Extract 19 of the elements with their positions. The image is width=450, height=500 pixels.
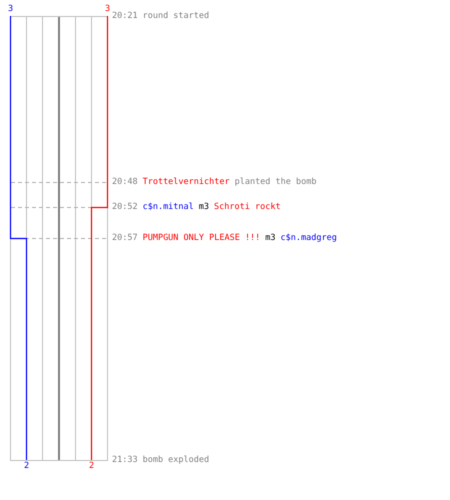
timestamp: 20:52 — [112, 201, 138, 213]
player-name: c$n.mitnal — [142, 201, 194, 213]
event-text: round started — [142, 10, 210, 22]
player-count: 3 — [8, 4, 14, 14]
weapon-name: m3 — [265, 232, 276, 244]
player-name: PUMPGUN ONLY PLEASE !!! — [142, 232, 260, 244]
event-text: planted the bomb — [234, 176, 316, 188]
timestamp: 20:48 — [112, 176, 138, 188]
timestamp: 21:33 — [112, 454, 138, 466]
timestamp: 20:21 — [112, 10, 138, 22]
player-count: 3 — [105, 4, 110, 14]
player-name: c$n.madgreg — [280, 232, 337, 244]
weapon-name: m3 — [198, 201, 210, 213]
player-count: 2 — [24, 461, 30, 471]
player-count: 2 — [89, 461, 94, 471]
player-name: Trottelvernichter — [142, 176, 230, 188]
timestamp: 20:57 — [112, 232, 138, 244]
event-text: bomb exploded — [142, 454, 210, 466]
player-name: Schroti rockt — [214, 201, 281, 213]
